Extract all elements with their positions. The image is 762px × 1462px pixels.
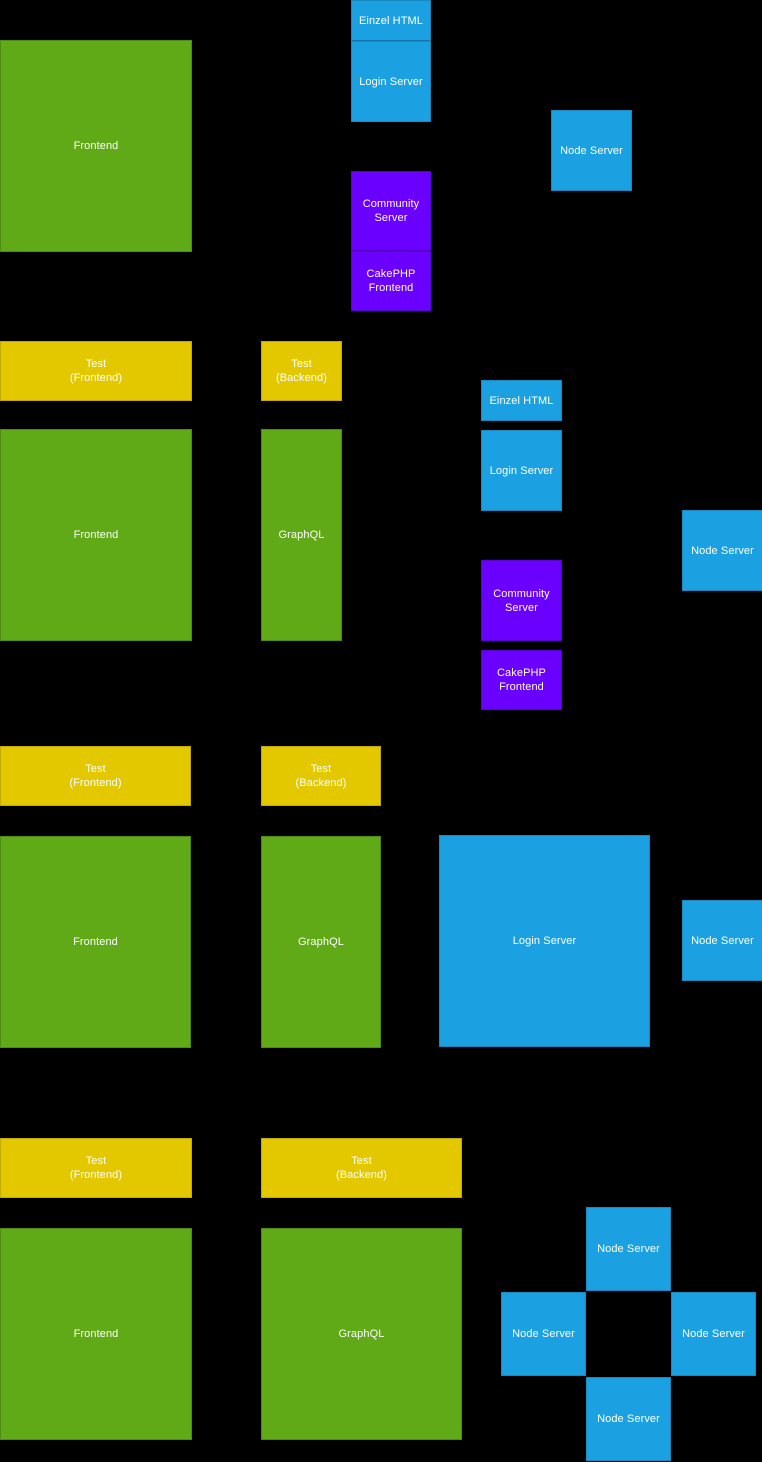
s2-node-server[interactable]: Node Server [682, 510, 762, 591]
s2-frontend-label: Frontend [73, 529, 119, 541]
s1-node-server-label: Node Server [560, 144, 623, 157]
s1-frontend-label: Frontend [73, 140, 119, 152]
s3-test-backend[interactable]: Test (Backend) [261, 746, 381, 806]
s2-cakephp-frontend[interactable]: CakePHP Frontend [481, 650, 562, 710]
s2-login-server-label: Login Server [489, 464, 554, 477]
s4-node-server-left-label: Node Server [512, 1328, 575, 1340]
s2-test-backend-label: Test (Backend) [275, 358, 328, 384]
s3-node-server[interactable]: Node Server [682, 900, 762, 981]
s1-login-server-label: Login Server [359, 75, 423, 88]
s4-graphql[interactable]: GraphQL [261, 1228, 462, 1440]
s3-test-frontend-label: Test (Frontend) [69, 763, 122, 789]
s2-einzel-html-label: Einzel HTML [489, 394, 554, 407]
s1-community-server-label: Community Server [362, 198, 420, 224]
s4-node-server-right[interactable]: Node Server [671, 1292, 756, 1376]
s2-graphql-label: GraphQL [278, 529, 325, 541]
s1-cakephp-frontend-label: CakePHP Frontend [366, 268, 416, 294]
s2-einzel-html[interactable]: Einzel HTML [481, 380, 562, 421]
s1-community-server[interactable]: Community Server [351, 171, 431, 251]
s4-test-frontend[interactable]: Test (Frontend) [0, 1138, 192, 1198]
s1-login-server[interactable]: Login Server [351, 41, 431, 122]
s2-test-backend[interactable]: Test (Backend) [261, 341, 342, 401]
s4-node-server-bottom[interactable]: Node Server [586, 1377, 671, 1461]
s4-test-backend[interactable]: Test (Backend) [261, 1138, 462, 1198]
s2-community-server-label: Community Server [493, 587, 550, 614]
s4-graphql-label: GraphQL [338, 1328, 385, 1340]
s2-node-server-label: Node Server [691, 544, 754, 557]
s1-einzel-html-label: Einzel HTML [358, 14, 424, 27]
s3-graphql-label: GraphQL [298, 936, 344, 948]
s1-node-server[interactable]: Node Server [551, 110, 632, 191]
s4-node-server-top[interactable]: Node Server [586, 1207, 671, 1291]
s3-graphql[interactable]: GraphQL [261, 836, 381, 1048]
s3-frontend-label: Frontend [73, 936, 118, 948]
s4-frontend-label: Frontend [73, 1328, 119, 1340]
s3-test-backend-label: Test (Backend) [295, 763, 347, 789]
s3-frontend[interactable]: Frontend [0, 836, 191, 1048]
s4-node-server-top-label: Node Server [597, 1243, 660, 1255]
s4-frontend[interactable]: Frontend [0, 1228, 192, 1440]
s2-community-server[interactable]: Community Server [481, 560, 562, 641]
s3-login-server-label: Login Server [512, 935, 577, 947]
s1-cakephp-frontend[interactable]: CakePHP Frontend [351, 251, 431, 311]
s2-graphql[interactable]: GraphQL [261, 429, 342, 641]
s2-login-server[interactable]: Login Server [481, 430, 562, 511]
s2-test-frontend[interactable]: Test (Frontend) [0, 341, 192, 401]
s4-node-server-right-label: Node Server [682, 1328, 745, 1340]
s1-frontend[interactable]: Frontend [0, 40, 192, 252]
s2-test-frontend-label: Test (Frontend) [69, 358, 123, 384]
s1-einzel-html[interactable]: Einzel HTML [351, 0, 431, 41]
s3-node-server-label: Node Server [691, 934, 754, 947]
s2-frontend[interactable]: Frontend [0, 429, 192, 641]
s2-cakephp-frontend-label: CakePHP Frontend [497, 667, 546, 693]
s4-node-server-bottom-label: Node Server [597, 1413, 660, 1425]
s3-login-server[interactable]: Login Server [439, 835, 650, 1047]
s3-test-frontend[interactable]: Test (Frontend) [0, 746, 191, 806]
s4-test-backend-label: Test (Backend) [335, 1155, 388, 1181]
s4-test-frontend-label: Test (Frontend) [69, 1155, 123, 1181]
s4-node-server-left[interactable]: Node Server [501, 1292, 586, 1376]
